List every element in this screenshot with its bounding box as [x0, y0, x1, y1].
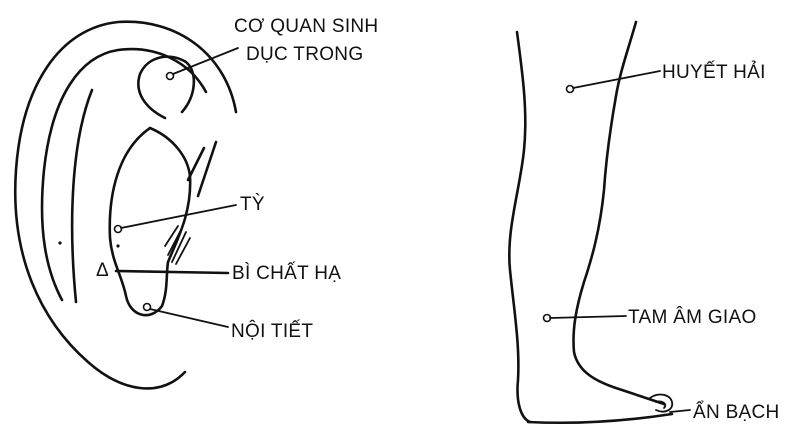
leader-endocrine: [150, 309, 228, 327]
label-sanyinjiao: TAM ÂM GIAO: [628, 306, 757, 328]
label-xuehai: HUYẾT HẢI: [662, 61, 766, 83]
ear-drawing: [15, 22, 236, 389]
ear-antihelix: [72, 90, 92, 302]
label-genital-line2: DỤC TRONG: [246, 44, 363, 65]
ear-points: [115, 48, 239, 327]
leg-sole: [528, 414, 672, 423]
label-genital-line1: CƠ QUAN SINH: [234, 16, 378, 37]
leader-spleen: [121, 205, 236, 228]
label-endocrine: NỘI TIẾT: [231, 320, 313, 342]
point-spleen: [115, 226, 122, 233]
ear-inner-helix: [42, 49, 206, 300]
leg-back-outline: [509, 32, 530, 422]
triangle-mark: Δ: [96, 260, 109, 281]
label-yinbai: ẨN BẠCH: [693, 401, 780, 423]
label-subcortex: BÌ CHẤT HẠ: [232, 262, 341, 284]
ear-crus-line-2: [198, 142, 216, 196]
ear-helix-outline: [15, 22, 236, 389]
leader-xuehai: [573, 71, 660, 88]
leader-yinbai: [670, 410, 690, 412]
leg-points: [544, 71, 691, 412]
label-spleen: TỲ: [240, 194, 265, 215]
leader-subcortex: [116, 271, 228, 273]
ear-speck: [58, 241, 61, 244]
point-xuehai: [567, 86, 574, 93]
ear-speck: [116, 244, 119, 247]
leg-drawing: [509, 22, 672, 423]
leader-sanyinjiao: [550, 316, 626, 318]
